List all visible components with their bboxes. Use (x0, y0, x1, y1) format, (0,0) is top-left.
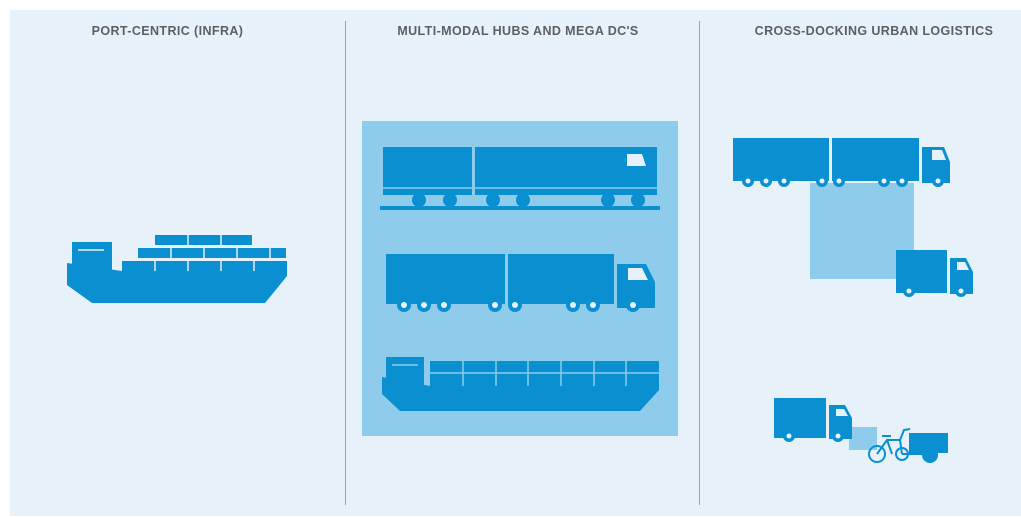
column-divider-1 (345, 21, 346, 505)
column-title-port-centric: PORT-CENTRIC (INFRA) (91, 24, 244, 38)
column-title-multimodal-hubs: MULTI-MODAL HUBS AND MEGA DC'S (397, 24, 639, 38)
column-divider-2 (699, 21, 700, 505)
column-title-cross-docking: CROSS-DOCKING URBAN LOGISTICS (754, 24, 994, 38)
